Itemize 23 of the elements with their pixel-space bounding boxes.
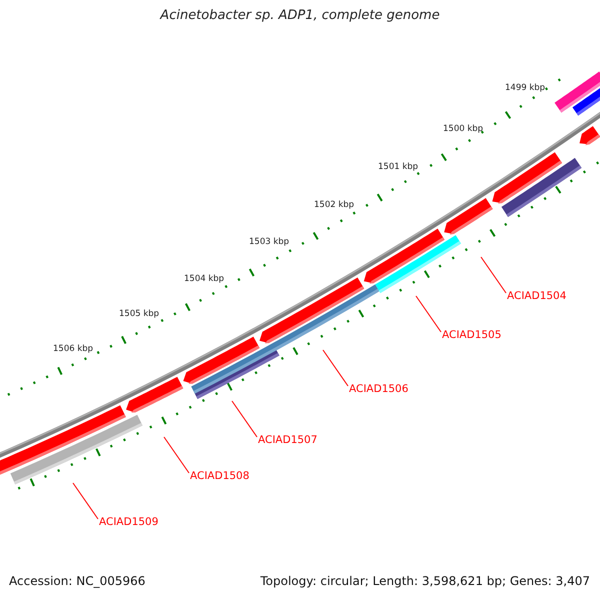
accession-text: Accession: NC_005966: [9, 575, 146, 587]
position-label: 1500 kbp: [443, 125, 484, 134]
position-label: 1503 kbp: [249, 238, 290, 246]
diagram-title: Acinetobacter sp. ADP1, complete genome: [160, 9, 440, 22]
position-label: 1504 kbp: [184, 275, 224, 284]
gene-label: ACIAD1507: [258, 435, 318, 446]
gene-label: ACIAD1508: [190, 471, 250, 482]
leader-line: [322, 350, 348, 386]
gene-label: ACIAD1504: [507, 291, 566, 302]
gene-label: ACIAD1505: [442, 330, 502, 340]
gene-label: ACIAD1506: [349, 384, 408, 394]
leader-line: [232, 400, 258, 438]
leader-line: [416, 296, 442, 332]
genome-stats-text: Topology: circular; Length: 3,598,621 bp; Genes: 3,407: [260, 575, 590, 587]
leader-line: [480, 256, 506, 294]
position-label: 1499 kbp: [505, 84, 546, 92]
position-label: 1505 kbp: [119, 310, 160, 318]
position-label: 1502 kbp: [314, 201, 354, 210]
leader-line: [72, 482, 98, 520]
position-label: 1506 kbp: [53, 345, 94, 354]
gene-label: ACIAD1509: [99, 517, 158, 528]
leader-line: [164, 436, 190, 474]
position-label: 1501 kbp: [378, 163, 418, 172]
